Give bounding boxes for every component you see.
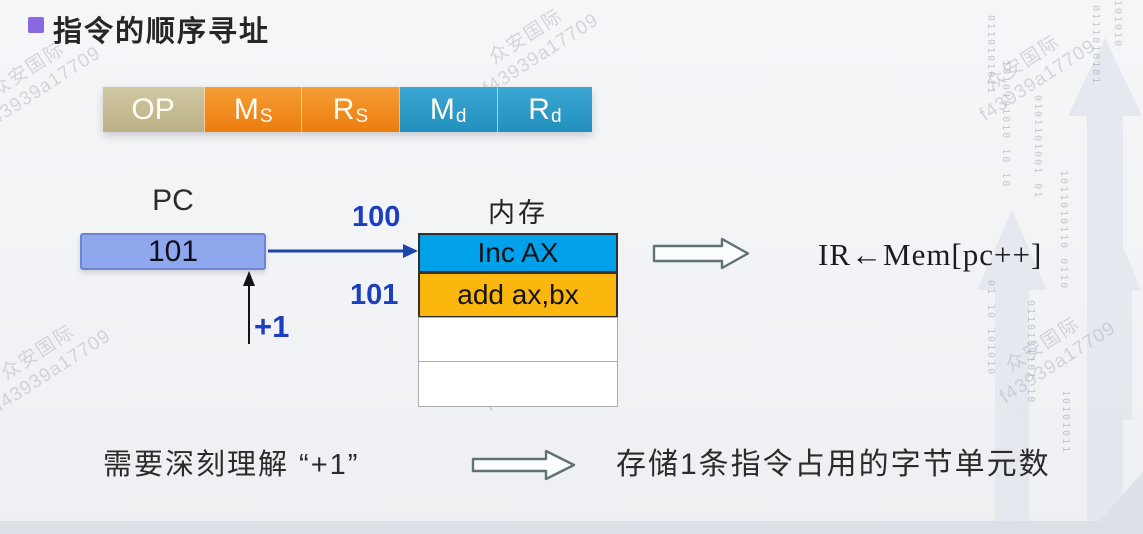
watermark: 众安国际 f43939a17709 (466, 0, 603, 101)
watermark-line2: f43939a17709 (0, 42, 105, 133)
memory-title: 内存 (488, 198, 548, 228)
segment-subscript: d (455, 106, 467, 127)
binary-column: 101010 (1112, 0, 1123, 49)
binary-column: 0110101011 (985, 15, 996, 96)
watermark-line2: f43939a17709 (976, 35, 1100, 126)
watermark-line2: f43939a17709 (0, 325, 115, 416)
pc-register-label: PC (152, 184, 194, 217)
segment-subscript: S (355, 106, 369, 127)
binary-column: 1011010110 0110 (1058, 170, 1069, 291)
binary-column: 10101011 (1060, 390, 1071, 455)
memory-row: add ax,bx (418, 272, 618, 318)
binary-column: 0101101001 01 (1032, 95, 1043, 200)
segment-label: M (429, 93, 455, 126)
watermark: 众安国际 f43939a17709 (0, 305, 115, 416)
watermark: 众安国际 f43939a17709 (963, 15, 1100, 126)
watermark-line1: 众安国际 (0, 321, 80, 385)
segment-label: R (528, 93, 550, 126)
big-up-arrow-icon (1068, 38, 1142, 534)
segment-subscript: d (550, 106, 562, 127)
binary-column: 0110101101 10 (1025, 300, 1036, 405)
memory-row (418, 317, 618, 362)
binary-column: 0111010101 (1090, 5, 1101, 86)
title-row: 指令的顺序寻址 (28, 8, 270, 50)
bottom-strip (0, 521, 1143, 534)
page-title: 指令的顺序寻址 (53, 16, 271, 48)
corner-triangle (1088, 472, 1143, 534)
segment-subscript: S (259, 106, 273, 127)
segment-label: OP (131, 93, 175, 126)
watermark-line2: f43939a17709 (996, 317, 1120, 408)
memory-row (418, 361, 618, 407)
bottom-note-left: 需要深刻理解 “+1” (103, 449, 360, 481)
watermark-line1: 众安国际 (1002, 313, 1085, 377)
address-label-100: 100 (352, 201, 401, 233)
pc-register-box: 101 (80, 233, 266, 270)
segment-label: M (233, 93, 259, 126)
format-segment-op: OP (103, 87, 205, 132)
binary-column: 01 10 101010 (985, 280, 996, 377)
pc-increment-label: +1 (254, 309, 290, 344)
address-label-101: 101 (350, 279, 399, 311)
increment-arrowhead-icon (243, 271, 255, 286)
small-up-arrow-icon (1107, 248, 1141, 420)
memory-row: Inc AX (418, 233, 618, 273)
watermark: 众安国际 f43939a17709 (983, 297, 1120, 408)
watermark-line1: 众安国际 (982, 31, 1065, 95)
title-bullet-icon (28, 17, 44, 33)
watermark-line1: 众安国际 (485, 5, 568, 69)
binary-column: 1010101010 10 10 (1000, 60, 1011, 189)
bottom-note-right: 存储1条指令占用的字节单元数 (616, 448, 1051, 481)
segment-label: R (332, 93, 355, 126)
pc-to-memory-arrowhead-icon (403, 244, 418, 258)
ir-expression: IR←Mem[pc++] (818, 237, 1043, 272)
block-arrow-icon (652, 237, 750, 270)
block-arrow-icon (471, 449, 576, 481)
